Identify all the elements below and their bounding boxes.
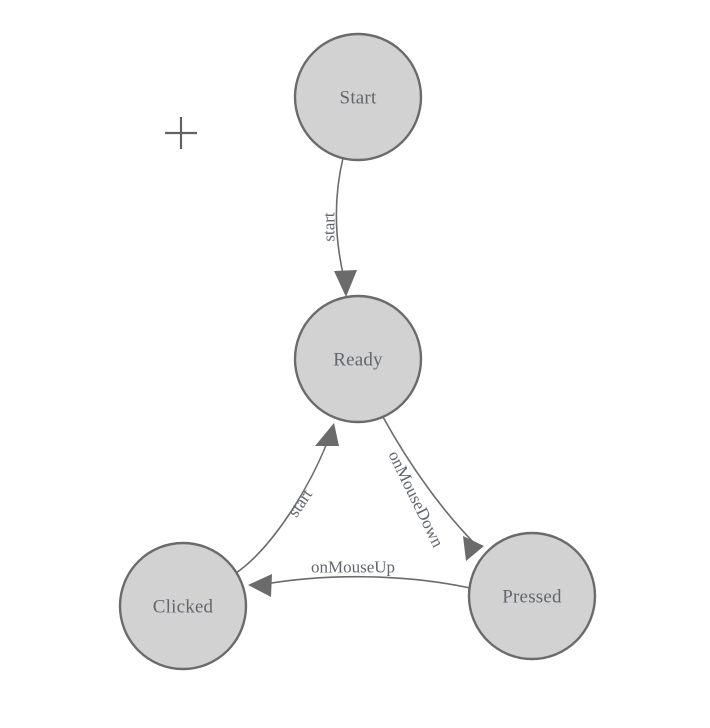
edge-path-start-to-ready[interactable] <box>335 157 345 279</box>
edge-label-ready-to-pressed: onMouseDown <box>384 448 447 551</box>
node-pressed-label: Pressed <box>502 587 562 608</box>
node-clicked-circle[interactable] <box>118 541 248 671</box>
node-start[interactable]: Start <box>293 32 423 162</box>
arrowhead-start-to-ready <box>334 270 357 297</box>
edge-start-to-ready[interactable] <box>334 157 357 297</box>
edge-path-ready-to-pressed[interactable] <box>382 416 479 548</box>
arrowhead-ready-to-pressed <box>463 536 484 561</box>
arrowhead-pressed-to-clicked <box>248 574 272 597</box>
node-start-circle[interactable] <box>293 32 423 162</box>
edge-label-pressed-to-clicked: onMouseUp <box>311 558 395 577</box>
node-clicked-label: Clicked <box>153 597 214 618</box>
arrowhead-clicked-to-ready <box>315 423 339 446</box>
node-ready-circle[interactable] <box>293 294 423 424</box>
node-ready[interactable]: Ready <box>293 294 423 424</box>
plus-crosshair-icon[interactable] <box>165 117 197 149</box>
edge-pressed-to-clicked[interactable] <box>248 574 471 597</box>
node-pressed-circle[interactable] <box>467 531 597 661</box>
node-clicked[interactable]: Clicked <box>118 541 248 671</box>
edge-path-clicked-to-ready[interactable] <box>235 442 328 574</box>
node-start-label: Start <box>340 88 377 109</box>
edge-clicked-to-ready[interactable] <box>235 423 339 574</box>
edge-ready-to-pressed[interactable] <box>382 416 484 561</box>
edge-path-pressed-to-clicked[interactable] <box>259 575 471 589</box>
node-pressed[interactable]: Pressed <box>467 531 597 661</box>
node-ready-label: Ready <box>333 350 383 371</box>
edge-label-start-to-ready: start <box>320 212 339 242</box>
